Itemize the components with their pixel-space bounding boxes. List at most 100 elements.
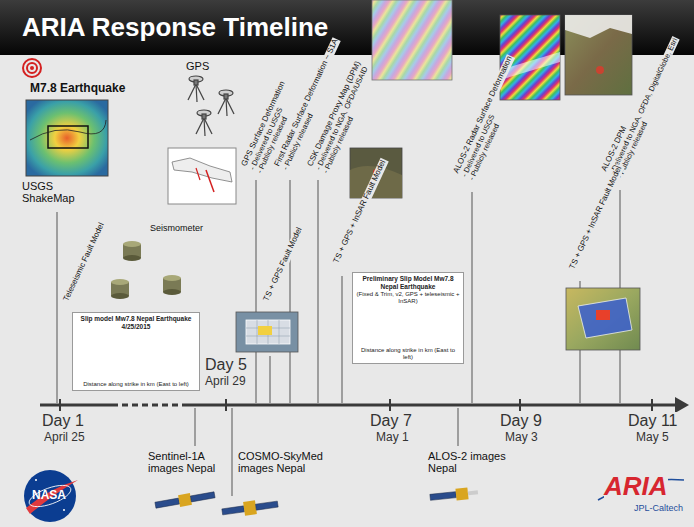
satellite-body [455, 487, 468, 500]
timeline-segment [186, 404, 676, 407]
leader-line [232, 408, 233, 496]
leader-lines [57, 180, 620, 496]
logo-text: ARIA [604, 472, 668, 501]
gps-map-frame [168, 148, 236, 204]
date-label: May 5 [636, 431, 669, 444]
damage-map [565, 15, 632, 95]
panel-title: Preliminary Slip Model Mw7.8 Nepal Earth… [356, 275, 460, 291]
logo-orbit [27, 481, 74, 511]
fault-model-milestone: TS + GPS + InSAR Fault Model [568, 201, 607, 272]
country-outline [172, 158, 232, 182]
tripod-leg [188, 84, 196, 100]
gps-station [196, 110, 212, 136]
logo-disc [24, 470, 76, 522]
quake-dot [30, 66, 34, 70]
seismometer-icon [123, 241, 141, 261]
sensor-label: Seismometer [150, 224, 203, 234]
event-label: M7.8 Earthquake [30, 82, 125, 95]
leader-line [57, 212, 58, 403]
drum-base [111, 293, 129, 299]
logo-text: JPL-Caltech [634, 504, 683, 514]
ts-gps-model-thumbnail [236, 312, 298, 352]
slide-title: ARIA Response Timeline [22, 12, 328, 43]
seismometer-icon [163, 275, 181, 295]
tripod-leg [218, 98, 226, 114]
satellite-label: COSMO-SkyMed images Nepal [238, 450, 330, 474]
tripod-leg [204, 118, 205, 136]
model-map [236, 312, 298, 352]
fault-plane [246, 320, 290, 344]
gps-station [188, 76, 204, 102]
alos2-radar-milestone: ALOS-2 Radar Surface Deformation- Delive… [452, 101, 508, 182]
leader-line [318, 180, 319, 403]
fault-grid [246, 320, 290, 344]
tripod-leg [196, 84, 197, 102]
drum-base [163, 289, 181, 295]
logo-star [63, 509, 65, 511]
day-tick [389, 399, 391, 411]
slip-patch [596, 310, 610, 320]
dpm-thumbnail [565, 15, 632, 95]
plot-area [76, 333, 196, 379]
solar-panel [222, 506, 245, 515]
timeline-arrowhead [675, 397, 689, 413]
milestone-heading: TS + GPS + InSAR Fault Model [568, 164, 624, 271]
leader-line [195, 408, 196, 446]
damage-spot [596, 66, 604, 74]
snow-peaks [565, 15, 632, 38]
quake-ring [23, 59, 41, 77]
nasa-logo [24, 470, 78, 522]
satellite-label: Sentinel-1A images Nepal [148, 450, 228, 474]
tripod-leg [196, 118, 204, 134]
tripod-leg [226, 98, 227, 116]
ts-gps-milestone: TS + GPS Fault Model [262, 258, 289, 303]
map-border-line [30, 120, 106, 140]
slip-model-panel: Preliminary Slip Model Mw7.8 Nepal Earth… [352, 272, 464, 364]
timeline-break [112, 404, 186, 407]
satellite-body [178, 493, 192, 507]
axis-caption: (Fixed & Trim, v2, GPS + teleseismic + I… [356, 291, 460, 305]
day-label: Day 7 [370, 412, 412, 430]
day-tick [225, 399, 227, 411]
teleseismic-milestone: Teleseismic Fault Model [62, 253, 92, 304]
interferogram [372, 0, 452, 80]
day-label: Day 1 [42, 412, 84, 430]
gps-mast [202, 114, 206, 119]
displacement-arrow [196, 168, 200, 180]
displacement-arrow [206, 170, 214, 192]
fault-plane [578, 298, 632, 338]
milestone-heading: TS + GPS Fault Model [262, 225, 305, 303]
axis-caption: Distance along strike in km (East to lef… [356, 347, 460, 361]
logo-swoosh [26, 480, 78, 514]
insar-thumbnail [372, 0, 452, 80]
satellite-icon [154, 489, 215, 511]
drum-top [123, 241, 141, 247]
day-tick [519, 399, 521, 411]
solar-panel [190, 492, 215, 502]
leader-line [472, 192, 473, 403]
leader-line [290, 180, 291, 403]
image-caption: USGS ShakeMap [22, 180, 84, 204]
gps-map [168, 148, 236, 204]
fault-model-milestone: TS + GPS + InSAR Fault Model [332, 195, 371, 266]
day-tick [59, 399, 61, 411]
slip-patch [258, 326, 272, 335]
milestone-heading: Teleseismic Fault Model [62, 221, 107, 304]
date-label: April 25 [44, 431, 85, 444]
seismometer-icon [111, 279, 129, 299]
gps-mast [224, 94, 228, 99]
timeline-segment [40, 404, 112, 407]
day-label: Day 11 [628, 412, 678, 430]
leader-line [256, 180, 257, 403]
slip-model-panel: Slip model Mw7.8 Nepal Earthquake 4/25/2… [72, 312, 200, 391]
day-label: Day 5 [205, 356, 247, 374]
sensor-label: GPS [186, 60, 209, 72]
day-tick [651, 399, 653, 411]
logo-star [35, 479, 37, 481]
satellite-label: ALOS-2 images Nepal [428, 450, 510, 474]
drum-base [123, 255, 141, 261]
leader-line [458, 408, 459, 446]
solar-panel [430, 492, 456, 501]
panel-title: Slip model Mw7.8 Nepal Earthquake 4/25/2… [76, 315, 196, 331]
